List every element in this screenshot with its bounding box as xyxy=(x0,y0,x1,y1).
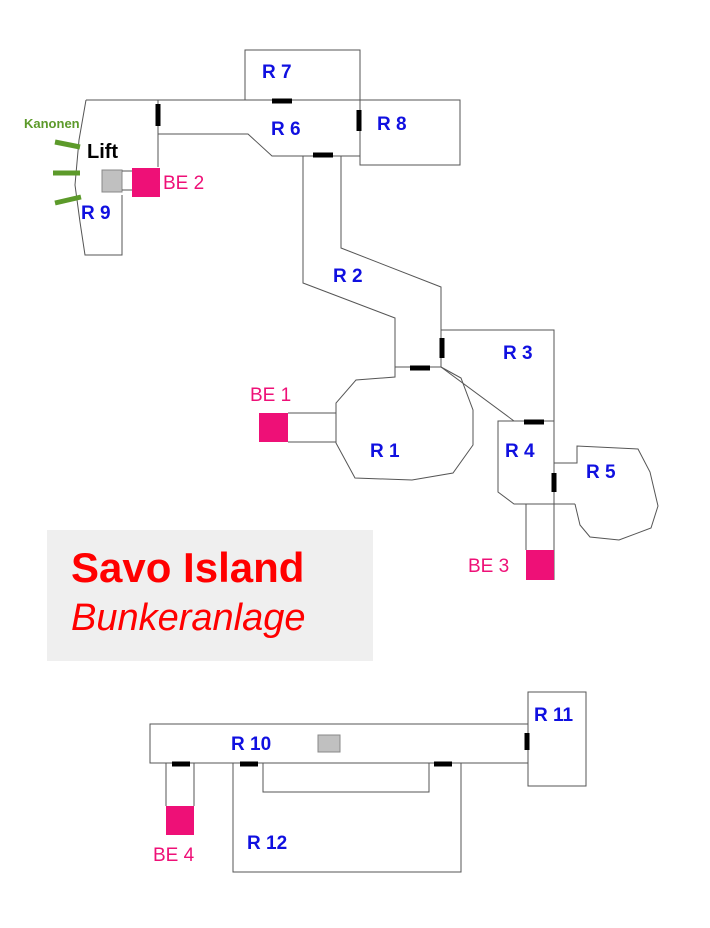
map-subtitle: Bunkeranlage xyxy=(71,597,306,639)
entrance-label-be3: BE 3 xyxy=(468,556,510,577)
room-label-r2: R 2 xyxy=(333,266,363,287)
room-label-r12: R 12 xyxy=(247,833,288,854)
entrance-label-be1: BE 1 xyxy=(250,385,292,406)
room-label-r7: R 7 xyxy=(262,62,292,83)
room-r6-lower-wall xyxy=(157,100,360,157)
room-r7-outline xyxy=(244,49,361,100)
be4-marker xyxy=(166,806,194,835)
be1-marker xyxy=(259,413,288,442)
room-label-r10: R 10 xyxy=(231,734,272,755)
room-label-r5: R 5 xyxy=(586,462,616,483)
room-label-r4: R 4 xyxy=(505,441,535,462)
room-label-r6: R 6 xyxy=(271,119,301,140)
room-r6-outline xyxy=(86,99,461,166)
room-r12-outline xyxy=(232,763,462,873)
lift-box xyxy=(317,734,341,753)
lift-label: Lift xyxy=(87,141,119,163)
title-box: Savo Island Bunkeranlage xyxy=(47,530,373,661)
room-r2-right-wall xyxy=(340,156,442,367)
room-label-r8: R 8 xyxy=(377,114,407,135)
room-label-r3: R 3 xyxy=(503,343,533,364)
room-r5-outline xyxy=(554,445,659,541)
map-title: Savo Island xyxy=(71,544,305,591)
room-r3-outline xyxy=(441,329,555,421)
room-r12-inner-wall xyxy=(262,763,430,793)
lift-box xyxy=(101,169,123,193)
cannon-icon xyxy=(54,139,81,150)
room-label-r11: R 11 xyxy=(534,705,574,726)
cannon-icon xyxy=(54,194,82,206)
entrance-label-be2: BE 2 xyxy=(163,173,205,194)
entrance-label-be4: BE 4 xyxy=(153,845,195,866)
be2-marker xyxy=(132,168,160,197)
be3-marker xyxy=(526,550,554,580)
room-r3-diagonal-wall xyxy=(440,366,515,422)
room-label-r1: R 1 xyxy=(370,441,400,462)
room-r4-outline xyxy=(497,420,575,505)
room-r2-left-wall xyxy=(302,156,441,368)
room-label-r9: R 9 xyxy=(81,203,111,224)
room-r1-outline xyxy=(335,366,474,481)
room-r9-outline xyxy=(74,99,123,256)
cannons-label: Kanonen xyxy=(24,116,80,131)
